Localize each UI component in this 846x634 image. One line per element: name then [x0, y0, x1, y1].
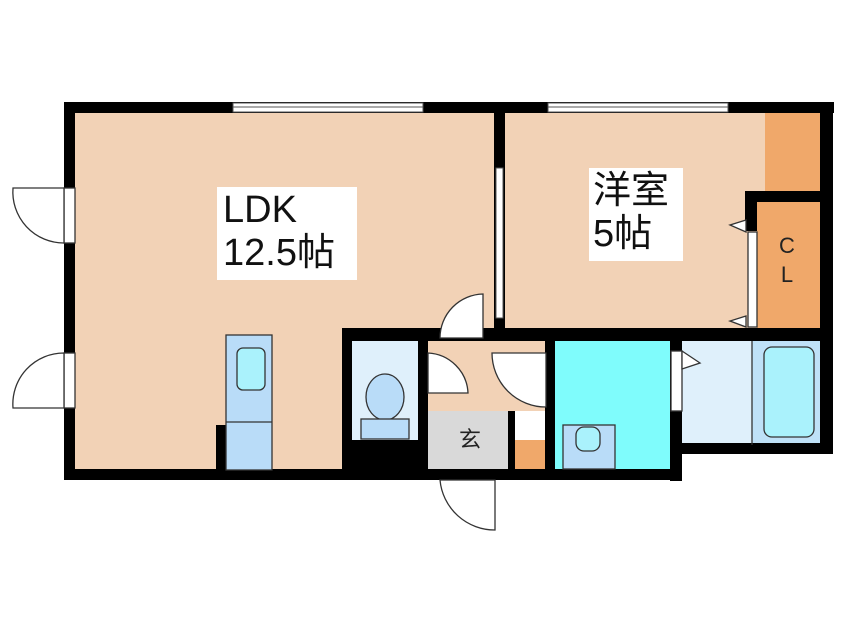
closet-label-l: L [780, 261, 794, 287]
western-room-name: 洋室 [593, 170, 670, 212]
western-room-size: 5帖 [593, 212, 653, 255]
entrance-floor [428, 411, 508, 469]
toilet-bowl [365, 373, 405, 421]
closet-label-c: C [779, 233, 795, 258]
entrance-label: 玄 [458, 427, 481, 452]
closet-floor [757, 202, 820, 328]
closet-upper [765, 113, 820, 191]
doors [12, 187, 758, 531]
kitchen-sink [236, 347, 266, 391]
ldk-name: LDK [223, 189, 297, 231]
washbasin-bowl [575, 426, 601, 452]
dressing-floor [682, 341, 752, 445]
ldk-label: LDK 12.5帖 [217, 187, 357, 280]
western-room-label: 洋室 5帖 [589, 168, 683, 261]
windows [232, 102, 729, 319]
ldk-size: 12.5帖 [223, 231, 335, 274]
fixtures [225, 334, 815, 471]
closet-label: C L [770, 232, 804, 289]
shoe-cabinet [515, 440, 545, 470]
bathtub [763, 346, 815, 438]
toilet-tank [360, 418, 410, 440]
